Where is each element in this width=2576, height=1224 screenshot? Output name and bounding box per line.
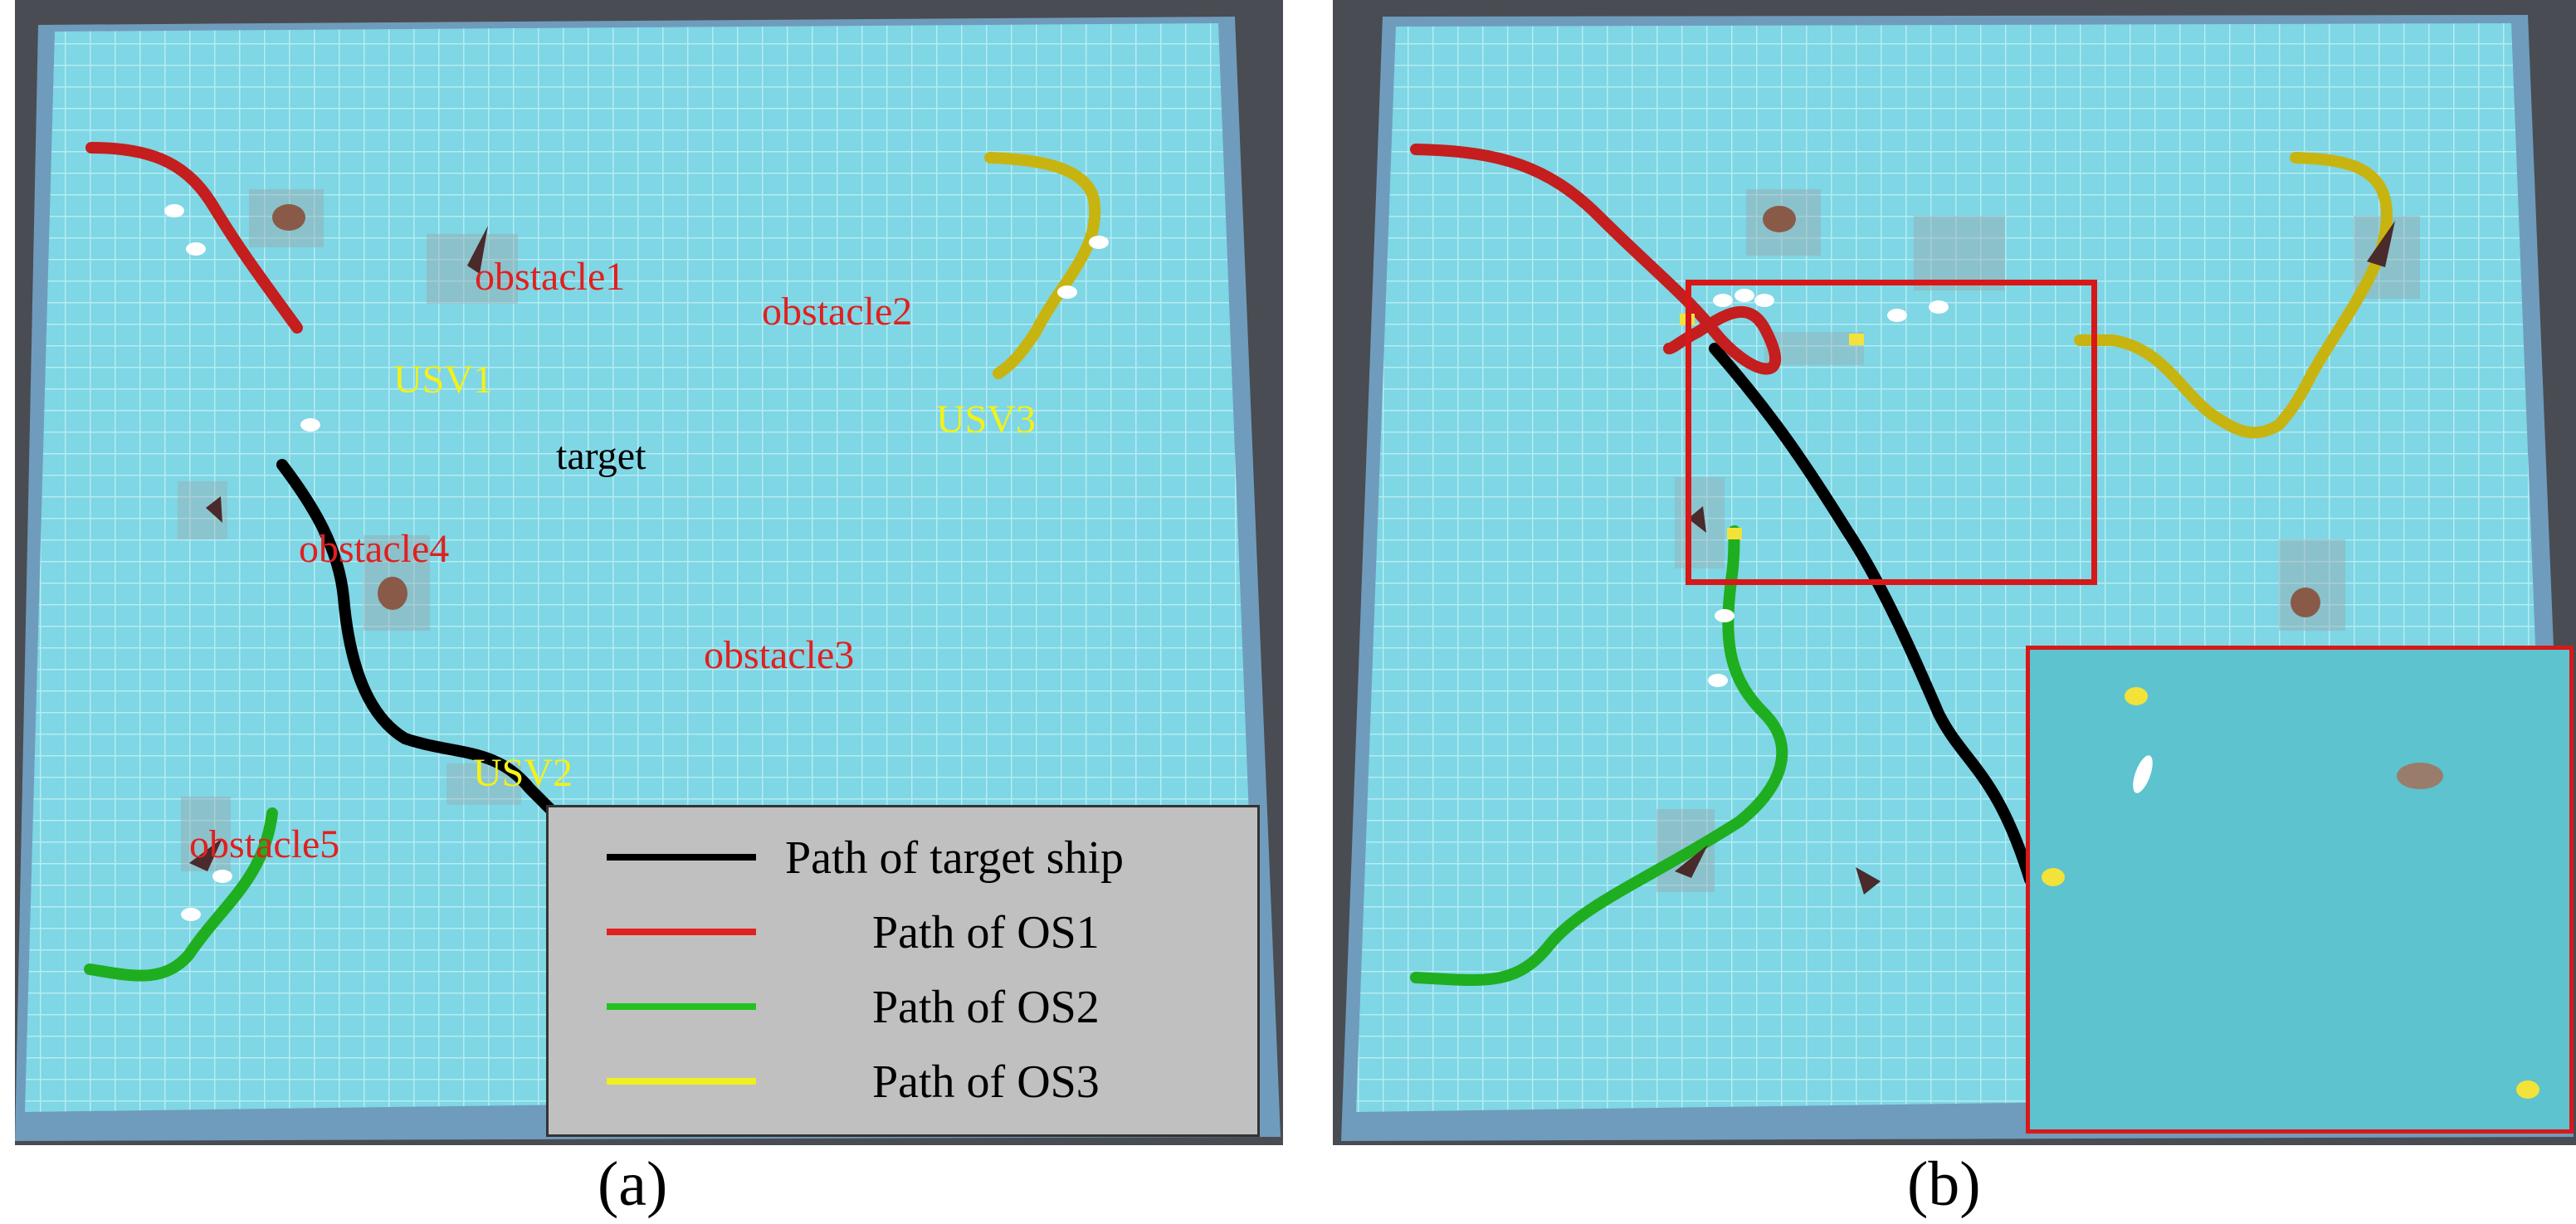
ship-icon <box>212 870 232 883</box>
obstacle-zone <box>1914 216 2005 290</box>
os2-path <box>1410 525 1788 986</box>
legend-row-os2: Path of OS2 <box>549 973 1257 1040</box>
legend-label: Path of OS2 <box>872 982 1100 1033</box>
os2-path <box>84 807 278 982</box>
inset-scene <box>2030 650 2569 1129</box>
panel-a: Path of target ship Path of OS1 Path of … <box>15 0 1283 1145</box>
caption-b: (b) <box>1907 1149 1981 1219</box>
zoom-highlight-box <box>1686 280 2097 585</box>
obstacle5-marker <box>189 838 222 871</box>
legend-label: Path of OS3 <box>872 1056 1100 1108</box>
obstacle3-marker <box>378 577 407 610</box>
label-target: target <box>556 434 646 478</box>
legend-label: Path of target ship <box>785 832 1125 884</box>
obstacle-marker <box>2397 763 2443 789</box>
ship-icon <box>1089 236 1109 249</box>
ship-icon <box>1929 300 1949 314</box>
legend-swatch <box>607 1078 756 1085</box>
obstacle2-marker <box>467 226 488 274</box>
ship-icon <box>1754 294 1774 307</box>
label-obstacle4: obstacle4 <box>299 527 450 571</box>
ship-icon <box>1887 309 1907 322</box>
ship-icon <box>1057 285 1077 299</box>
ship-icon <box>1734 289 1754 302</box>
zoom-inset <box>2026 646 2574 1134</box>
obstacle-marker <box>1856 867 1881 895</box>
label-obstacle3: obstacle3 <box>704 633 855 677</box>
obstacle-marker <box>2291 588 2320 617</box>
legend-label: Path of OS1 <box>872 907 1100 958</box>
target-path <box>1709 343 2036 885</box>
label-usv2: USV2 <box>473 751 573 795</box>
usv-marker <box>2516 1080 2539 1099</box>
caption-a: (a) <box>598 1149 668 1219</box>
usv-marker <box>2125 687 2148 705</box>
obstacle4-marker <box>206 496 222 523</box>
usv-marker <box>1849 334 1864 345</box>
ship-icon <box>186 242 206 256</box>
obstacle1-marker <box>272 204 305 231</box>
label-obstacle2: obstacle2 <box>762 290 913 334</box>
ship-icon <box>1713 294 1733 307</box>
os1-path <box>85 142 303 334</box>
legend-row-target: Path of target ship <box>549 824 1257 890</box>
label-usv3: USV3 <box>936 397 1037 441</box>
ship-icon <box>1708 674 1728 687</box>
ship-icon <box>181 908 201 921</box>
ship-icon <box>1715 609 1734 622</box>
obstacle-marker <box>2367 221 2395 267</box>
obstacle-marker <box>1675 845 1708 878</box>
ship-icon <box>164 204 184 217</box>
os1-path <box>1410 144 1781 375</box>
usv-marker <box>1727 528 1742 539</box>
legend-swatch <box>607 929 756 935</box>
obstacle-zone <box>2279 539 2345 631</box>
legend-swatch <box>607 854 756 861</box>
legend-row-os3: Path of OS3 <box>549 1048 1257 1114</box>
obstacle-marker <box>1763 206 1796 232</box>
label-obstacle5: obstacle5 <box>189 822 340 866</box>
obstacle-marker <box>1688 506 1706 533</box>
ship-icon <box>2133 755 2153 793</box>
label-usv1: USV1 <box>393 358 494 402</box>
legend-row-os1: Path of OS1 <box>549 899 1257 965</box>
legend: Path of target ship Path of OS1 Path of … <box>546 805 1260 1137</box>
target-path <box>276 459 560 819</box>
os3-path <box>2074 152 2393 439</box>
ship-icon <box>300 418 320 432</box>
usv-marker <box>2042 868 2065 886</box>
legend-swatch <box>607 1003 756 1010</box>
label-obstacle1: obstacle1 <box>475 255 626 299</box>
os3-path <box>984 152 1101 379</box>
